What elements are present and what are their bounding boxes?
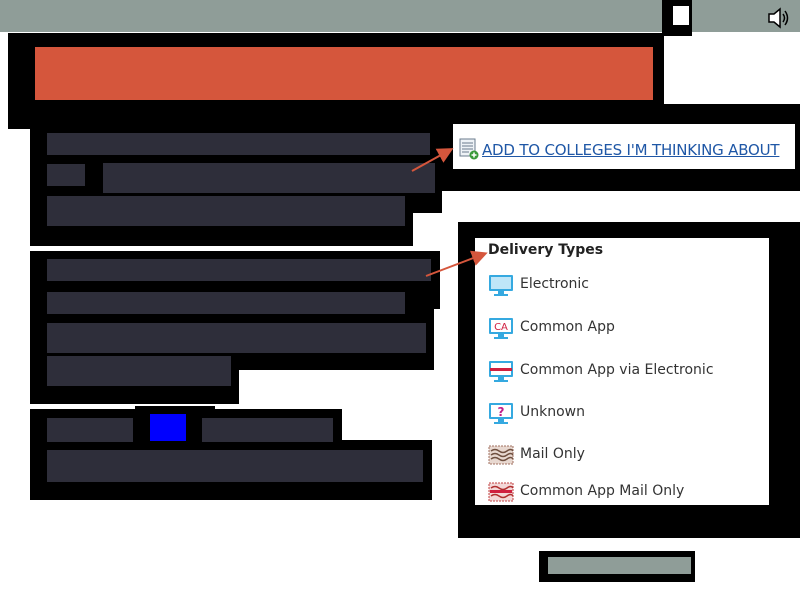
add-link-box [453, 124, 795, 169]
redacted-text [103, 163, 435, 193]
legend-label: Common App via Electronic [520, 362, 714, 378]
redacted-text [47, 418, 133, 442]
white-square-icon[interactable] [673, 6, 689, 25]
legend-label: Mail Only [520, 446, 585, 462]
banner [35, 47, 653, 100]
common-app-electronic-icon [488, 358, 514, 384]
redacted-text [47, 133, 430, 155]
common-app-icon: CA [488, 315, 514, 341]
legend-label: Common App Mail Only [520, 483, 685, 499]
unknown-icon: ? [488, 400, 514, 426]
svg-text:CA: CA [494, 322, 508, 333]
legend-label: Common App [520, 319, 615, 335]
bottom-bar[interactable] [548, 557, 691, 574]
legend-label: Unknown [520, 404, 585, 420]
redacted-text [47, 164, 85, 186]
monitor-icon [488, 272, 514, 298]
list-add-icon[interactable] [459, 138, 479, 160]
delivery-types-legend [475, 238, 769, 505]
redacted-text [202, 418, 333, 442]
legend-label: Electronic [520, 276, 590, 292]
common-app-mail-icon [488, 479, 514, 505]
redacted-text [47, 196, 405, 226]
svg-text:?: ? [498, 405, 505, 419]
add-to-colleges-link[interactable]: ADD TO COLLEGES I'M THINKING ABOUT [482, 141, 780, 159]
redacted-text [47, 323, 426, 353]
redacted-text [47, 292, 405, 314]
speaker-icon[interactable] [766, 7, 792, 29]
mail-icon [488, 442, 514, 468]
redacted-text [47, 356, 231, 386]
redacted-text [47, 259, 431, 281]
blue-square[interactable] [150, 414, 186, 441]
redacted-text [47, 450, 423, 482]
legend-title: Delivery Types [488, 242, 604, 258]
